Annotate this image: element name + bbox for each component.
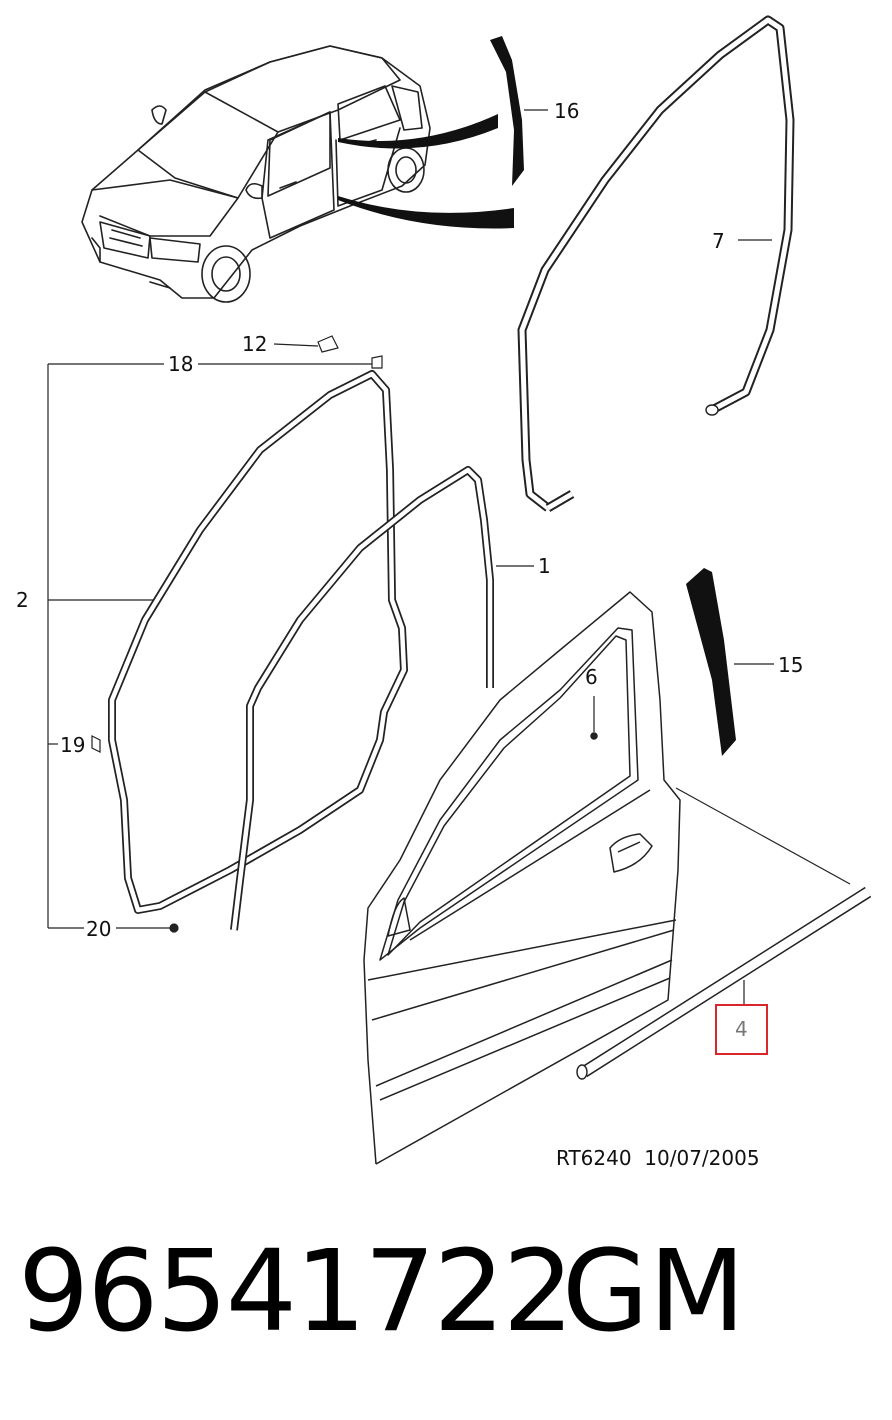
callout-12: 12 <box>242 332 267 356</box>
part-15-trim <box>686 568 774 756</box>
part-7-weatherstrip <box>517 15 795 512</box>
part-12-clip <box>273 335 339 353</box>
part-1-glass-run <box>230 466 534 931</box>
part-2-door-seal <box>108 370 408 914</box>
callout-highlight-box <box>715 1004 768 1055</box>
part-16-trim <box>338 36 548 229</box>
callout-1: 1 <box>538 554 551 578</box>
callout-4: 4 <box>735 1017 748 1041</box>
callout-18: 18 <box>168 352 193 376</box>
part-4-molding <box>576 787 872 1080</box>
diagram-reference: RT6240 10/07/2005 <box>556 1146 760 1170</box>
reference-date: 10/07/2005 <box>644 1146 760 1170</box>
part-number: 96541722 <box>18 1227 574 1357</box>
parts-diagram: 1 2 4 6 7 12 15 16 18 19 20 <box>16 15 872 1165</box>
callout-7: 7 <box>712 229 725 253</box>
callout-20: 20 <box>86 917 111 941</box>
callout-2: 2 <box>16 588 29 612</box>
callout-16: 16 <box>554 99 579 123</box>
assembly-bracket <box>47 355 383 933</box>
front-door-panel <box>363 591 681 1165</box>
callout-15: 15 <box>778 653 803 677</box>
callout-19: 19 <box>60 733 85 757</box>
reference-code: RT6240 <box>556 1146 632 1170</box>
brand-name: GM <box>562 1227 746 1357</box>
callout-6: 6 <box>585 665 598 689</box>
car-illustration <box>81 45 431 303</box>
